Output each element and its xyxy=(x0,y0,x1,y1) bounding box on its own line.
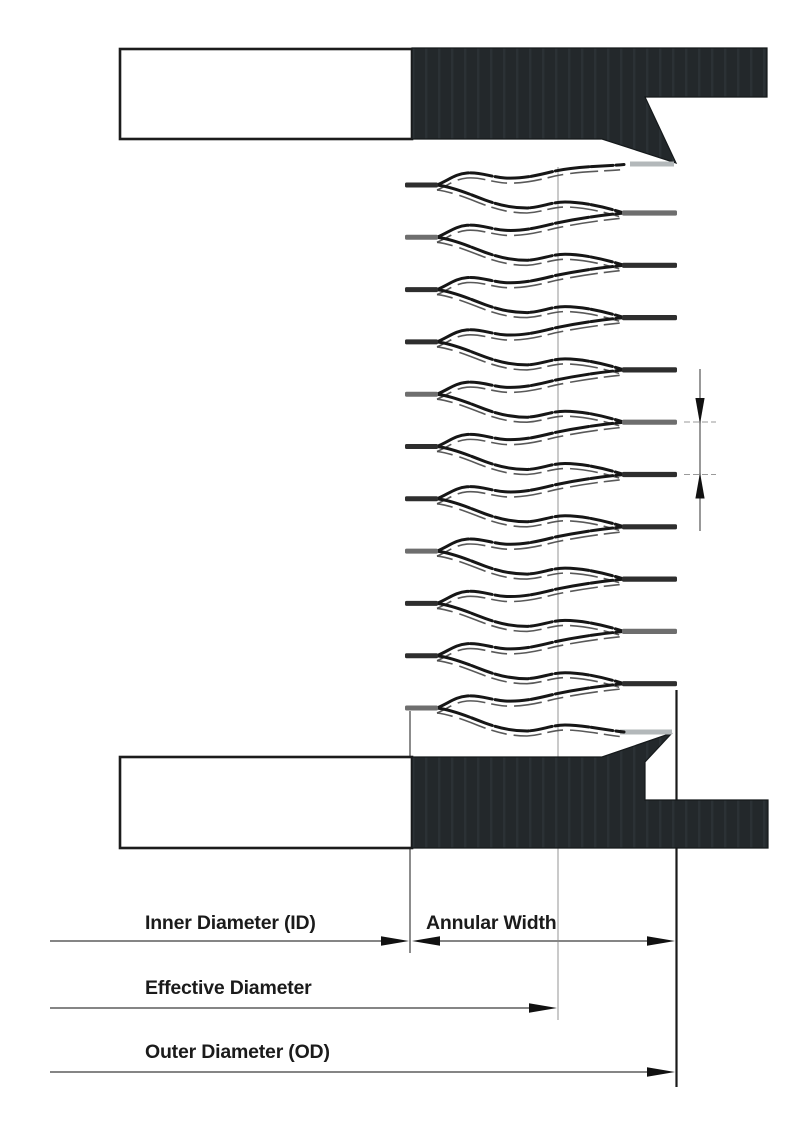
bottom-housing-block xyxy=(411,732,769,849)
coil-strand-down-10 xyxy=(435,706,626,734)
coil-strand-up-0 xyxy=(435,163,626,187)
construction-lines xyxy=(409,167,678,1087)
coil-strand-down-5-echo xyxy=(436,450,625,481)
coil-strand-up-9-echo xyxy=(436,635,625,662)
coil-strand-down-9 xyxy=(435,654,626,686)
coil-end-left-4 xyxy=(405,391,438,397)
coil-strand-down-2 xyxy=(435,288,626,320)
coil-strand-up-7 xyxy=(435,525,626,553)
bottom-flange xyxy=(118,732,769,850)
coil-strand-up-4 xyxy=(435,368,626,396)
coil-end-right-5 xyxy=(622,471,677,478)
coil-end-bottom-tip xyxy=(620,729,672,735)
coil-end-left-6 xyxy=(405,496,438,502)
coil-end-left-9 xyxy=(405,653,438,659)
coil-strand-down-6-echo xyxy=(436,503,625,533)
effective-diameter-dimension: Effective Diameter xyxy=(50,977,557,1013)
coil-strand-down-10-echo xyxy=(436,712,625,738)
outer-diameter-arrow-icon xyxy=(647,1067,675,1077)
coil-end-right-8 xyxy=(622,628,677,634)
coil-strand-down-1 xyxy=(435,235,626,267)
coil-end-left-10 xyxy=(405,705,438,711)
coil-end-right-6 xyxy=(622,524,677,530)
coil-strand-down-5 xyxy=(435,445,626,476)
coil-strand-down-0 xyxy=(435,183,626,215)
coil-strand-up-8-echo xyxy=(436,583,625,610)
coil-strand-up-2-echo xyxy=(436,269,625,296)
coil-strand-down-4 xyxy=(435,392,626,424)
annular-width-label: Annular Width xyxy=(426,912,556,934)
coil-strand-up-9 xyxy=(435,629,626,658)
pitch-dimension xyxy=(684,369,716,531)
coil-end-left-5 xyxy=(405,444,438,449)
pitch-arrow-down-icon xyxy=(695,398,705,424)
coil-strand-up-10-echo xyxy=(436,687,625,714)
annular-width-left-arrow-icon xyxy=(412,936,440,946)
coil-strand-down-0-echo xyxy=(436,189,625,219)
coil-strand-up-5 xyxy=(435,420,626,448)
wave-spring-coils xyxy=(405,161,677,738)
coil-strand-up-7-echo xyxy=(436,531,625,557)
coil-strand-up-6 xyxy=(435,473,626,501)
coil-end-left-8 xyxy=(405,600,438,606)
coil-end-left-2 xyxy=(405,287,438,293)
annular-width-right-arrow-icon xyxy=(647,936,675,946)
coil-end-left-3 xyxy=(405,339,438,345)
inner-diameter-dimension: Inner Diameter (ID) xyxy=(50,912,409,946)
coil-strand-down-7-echo xyxy=(436,555,625,585)
coil-strand-down-8-echo xyxy=(436,607,625,638)
coil-strand-down-3 xyxy=(435,340,626,372)
inner-diameter-label: Inner Diameter (ID) xyxy=(145,912,316,934)
coil-end-right-1 xyxy=(622,262,677,268)
coil-end-right-9 xyxy=(622,681,677,687)
coil-strand-up-4-echo xyxy=(436,374,625,400)
annular-width-dimension: Annular Width xyxy=(412,912,675,946)
coil-end-left-1 xyxy=(405,234,438,240)
coil-strand-up-8 xyxy=(435,577,626,605)
coil-end-top-tip xyxy=(630,161,674,167)
top-bore-section xyxy=(118,47,414,141)
coil-strand-down-3-echo xyxy=(436,346,625,376)
coil-strand-down-4-echo xyxy=(436,398,625,428)
coil-end-right-0 xyxy=(622,210,677,216)
coil-strand-up-1-echo xyxy=(436,217,625,244)
inner-diameter-arrow-icon xyxy=(381,936,409,946)
coil-strand-down-7 xyxy=(435,549,626,581)
coil-end-left-0 xyxy=(405,182,438,188)
coil-end-right-2 xyxy=(622,315,677,321)
effective-diameter-label: Effective Diameter xyxy=(145,977,312,999)
coil-end-right-7 xyxy=(622,576,677,582)
coil-strand-down-9-echo xyxy=(436,659,625,690)
top-housing-block xyxy=(411,47,768,164)
coil-end-left-7 xyxy=(405,548,438,554)
bottom-bore-section xyxy=(118,755,414,850)
coil-end-right-3 xyxy=(622,367,677,373)
pitch-arrow-up-icon xyxy=(695,472,705,499)
top-flange xyxy=(118,47,768,164)
coil-strand-up-0-echo xyxy=(436,168,625,191)
effective-diameter-arrow-icon xyxy=(529,1003,557,1013)
coil-strand-up-1 xyxy=(435,211,626,239)
coil-strand-up-3-echo xyxy=(436,321,625,348)
coil-strand-down-1-echo xyxy=(436,241,625,272)
coil-strand-up-2 xyxy=(435,263,626,292)
coil-strand-up-6-echo xyxy=(436,478,625,505)
outer-diameter-label: Outer Diameter (OD) xyxy=(145,1041,330,1063)
coil-strand-up-3 xyxy=(435,316,626,344)
coil-strand-up-5-echo xyxy=(436,426,625,453)
coil-strand-up-10 xyxy=(435,682,626,710)
coil-strand-down-8 xyxy=(435,601,626,633)
outer-diameter-dimension: Outer Diameter (OD) xyxy=(50,1041,675,1077)
coil-strand-down-2-echo xyxy=(436,293,625,324)
coil-strand-down-6 xyxy=(435,497,626,529)
coil-end-right-4 xyxy=(622,419,677,425)
